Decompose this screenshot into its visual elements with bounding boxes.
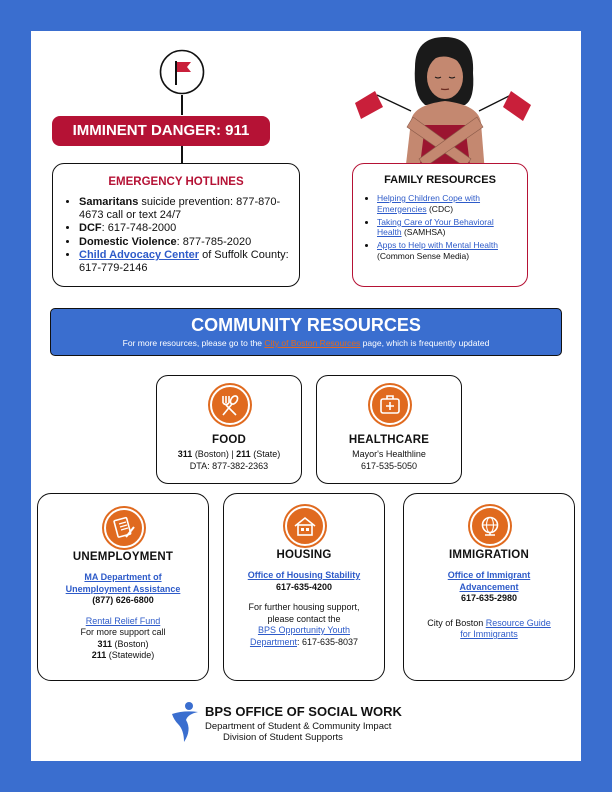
- family-resources-list: Helping Children Cope with Emergencies (…: [363, 193, 517, 262]
- unemployment-card: UNEMPLOYMENT MA Department of Unemployme…: [37, 493, 209, 681]
- community-resources-subtitle: For more resources, please go to the Cit…: [51, 338, 561, 348]
- list-item: Taking Care of Your Behavioral Health (S…: [377, 217, 517, 239]
- hotline-detail: : 877-785-2020: [176, 235, 252, 248]
- helping-children-cope-link[interactable]: Helping Children Cope with Emergencies: [377, 193, 481, 214]
- first-aid-kit-icon: [370, 385, 410, 425]
- flag-icon: [159, 49, 205, 95]
- imminent-danger-banner: IMMINENT DANGER: 911: [52, 116, 270, 146]
- rental-relief-wrap: Rental Relief Fund: [38, 616, 208, 628]
- hotline-name: Samaritans: [79, 196, 139, 208]
- unemployment-assistance-link[interactable]: MA Department of Unemployment Assistance: [65, 572, 181, 594]
- immigration-link-wrap: Office of Immigrant Advancement: [404, 570, 574, 593]
- phone-label: (Statewide): [106, 650, 155, 660]
- community-resources-banner: COMMUNITY RESOURCES For more resources, …: [50, 308, 562, 356]
- phone-number: 311: [177, 449, 193, 459]
- imminent-danger-label: IMMINENT DANGER: 911: [72, 122, 250, 139]
- immigration-title: IMMIGRATION: [449, 549, 529, 561]
- globe-icon: [470, 506, 510, 546]
- subtitle-text: page, which is frequently updated: [360, 338, 490, 348]
- food-dta: DTA: 877-382-2363: [189, 460, 269, 471]
- unemployment-phone: (877) 626-6800: [92, 595, 154, 605]
- hotline-detail: : 617-748-2000: [101, 222, 177, 234]
- list-item: DCF: 617-748-2000: [79, 222, 289, 235]
- office-of-immigrant-advancement-link[interactable]: Office of Immigrant Advancement: [447, 570, 531, 592]
- bps-logo: [170, 700, 200, 744]
- document-pen-icon: [104, 508, 144, 548]
- office-of-housing-stability-link[interactable]: Office of Housing Stability: [247, 570, 361, 580]
- hotline-detail: suicide prevention: 877-870-4673 call or…: [79, 196, 281, 221]
- community-resources-title: COMMUNITY RESOURCES: [191, 315, 421, 335]
- hotline-detail: of Suffolk County: 617-779-2146: [79, 249, 289, 274]
- healthcare-line: Mayor's Healthline: [352, 449, 426, 459]
- unemployment-311: 311 (Boston): [38, 639, 208, 651]
- housing-contact: BPS Opportunity Youth Department: 617-63…: [224, 625, 384, 648]
- guide-prefix: City of Boston: [427, 617, 486, 628]
- hotline-name: Domestic Violence: [79, 235, 177, 248]
- resource-source: (Common Sense Media): [377, 250, 470, 261]
- phone-label: (Boston): [112, 638, 149, 649]
- phone-label: (State): [250, 449, 281, 459]
- family-resources-card: FAMILY RESOURCES Helping Children Cope w…: [352, 163, 528, 287]
- list-item: Domestic Violence: 877-785-2020: [79, 236, 289, 249]
- rental-relief-fund-link[interactable]: Rental Relief Fund: [85, 615, 161, 626]
- hotline-name: DCF: [79, 222, 102, 234]
- list-item: Apps to Help with Mental Health (Common …: [377, 240, 517, 262]
- emergency-hotlines-list: Samaritans suicide prevention: 877-870-4…: [63, 196, 289, 274]
- phone-label: (Boston) |: [192, 449, 237, 459]
- resource-guide-for-immigrants-link[interactable]: Resource Guide for Immigrants: [460, 617, 551, 640]
- footer-division: Division of Student Supports: [223, 732, 343, 743]
- unemployment-link-wrap: MA Department of Unemployment Assistance: [38, 572, 208, 595]
- healthcare-card: HEALTHCARE Mayor's Healthline 617-535-50…: [316, 375, 462, 484]
- immigration-card: IMMIGRATION Office of Immigrant Advancem…: [403, 493, 575, 681]
- house-icon: [285, 506, 325, 546]
- housing-link-wrap: Office of Housing Stability: [224, 570, 384, 582]
- phone-number: 211: [91, 650, 107, 660]
- resource-source: (CDC): [426, 203, 454, 214]
- connector-line: [181, 146, 183, 163]
- emergency-hotlines-card: EMERGENCY HOTLINES Samaritans suicide pr…: [52, 163, 300, 287]
- connector-line: [181, 95, 183, 115]
- phone-number: 211: [236, 449, 251, 459]
- list-item: Samaritans suicide prevention: 877-870-4…: [79, 196, 289, 221]
- phone-number: 311: [97, 638, 112, 649]
- housing-support-text: For further housing support, please cont…: [248, 602, 360, 624]
- subtitle-text: For more resources, please go to the: [122, 338, 265, 348]
- list-item: Helping Children Cope with Emergencies (…: [377, 193, 517, 215]
- immigration-guide: City of Boston Resource Guide for Immigr…: [404, 618, 574, 641]
- list-item: Child Advocacy Center of Suffolk County:…: [79, 249, 289, 274]
- food-title: FOOD: [211, 434, 247, 446]
- mental-health-apps-link[interactable]: Apps to Help with Mental Health: [377, 240, 498, 251]
- healthcare-phone: 617-535-5050: [360, 460, 418, 471]
- footer-title: BPS OFFICE OF SOCIAL WORK: [205, 704, 402, 719]
- flyer-page: IMMINENT DANGER: 911 EMERGENCY HOTLINES …: [31, 31, 581, 761]
- family-resources-title: FAMILY RESOURCES: [384, 174, 496, 186]
- city-of-boston-resources-link[interactable]: City of Boston Resources: [264, 338, 361, 348]
- housing-phone: 617-635-4200: [275, 581, 333, 592]
- healthcare-title: HEALTHCARE: [348, 434, 430, 446]
- child-advocacy-center-link[interactable]: Child Advocacy Center: [79, 249, 200, 261]
- emergency-hotlines-title: EMERGENCY HOTLINES: [108, 176, 244, 188]
- unemployment-support-text: For more support call: [80, 627, 166, 637]
- opportunity-youth-department-link[interactable]: BPS Opportunity Youth Department: [249, 625, 351, 647]
- footer-text: BPS OFFICE OF SOCIAL WORK Department of …: [205, 704, 485, 743]
- phone-label: : 617-635-8037: [296, 636, 359, 647]
- behavioral-health-link[interactable]: Taking Care of Your Behavioral Health: [377, 216, 494, 238]
- immigration-phone: 617-635-2980: [460, 593, 518, 603]
- woman-illustration: [353, 33, 533, 173]
- resource-source: (SAMHSA): [401, 227, 446, 238]
- housing-card: HOUSING Office of Housing Stability 617-…: [223, 493, 385, 681]
- unemployment-211: 211 (Statewide): [38, 650, 208, 662]
- housing-title: HOUSING: [276, 549, 332, 561]
- food-phones: 311 (Boston) | 211 (State): [157, 449, 301, 461]
- unemployment-title: UNEMPLOYMENT: [72, 551, 174, 563]
- footer-department: Department of Student & Community Impact: [205, 721, 392, 732]
- fork-spoon-icon: [210, 385, 250, 425]
- food-card: FOOD 311 (Boston) | 211 (State) DTA: 877…: [156, 375, 302, 484]
